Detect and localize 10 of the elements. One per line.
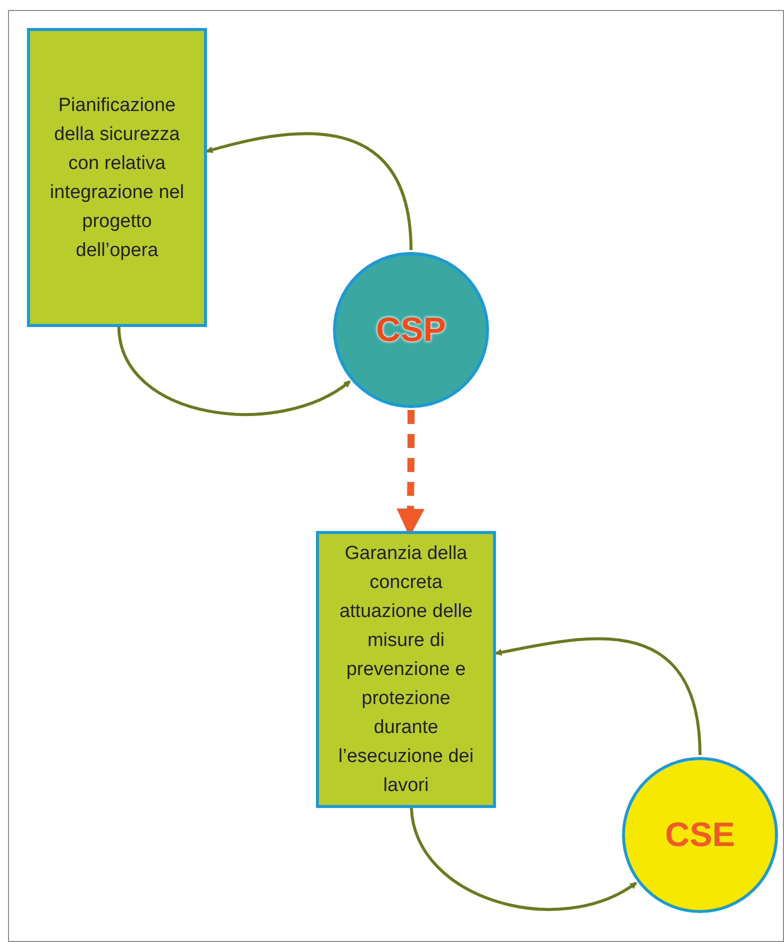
process-box [316,531,496,808]
curved-arrow [206,132,412,250]
curved-arrow [410,808,638,911]
curved-arrow [494,637,702,756]
box-text: Pianificazione della sicurezza con relativa integrazione nel progetto dell’opera [48,94,186,262]
curved-arrow [117,326,351,416]
role-label: CSE [665,814,735,856]
box-text: Garanzia della concreta attuazione delle misure di prevenzione e protezione durante l’esecuzione dei lavori [337,542,475,798]
role-label: CSP [376,310,446,350]
process-box [27,28,207,327]
